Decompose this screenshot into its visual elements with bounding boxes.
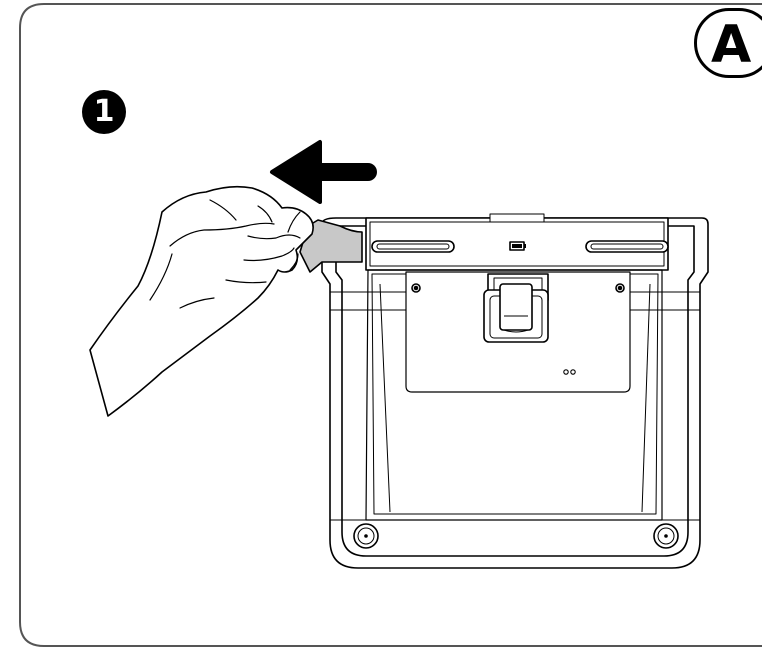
device-back [321,213,709,569]
film-tab [299,219,363,273]
panel-letter-badge: A [694,8,762,78]
battery-icon [509,241,526,251]
step-number-badge: 1 [82,90,126,134]
panel-border [19,3,762,647]
hand-illustration [89,185,314,417]
pull-left-arrow-icon [270,140,377,204]
